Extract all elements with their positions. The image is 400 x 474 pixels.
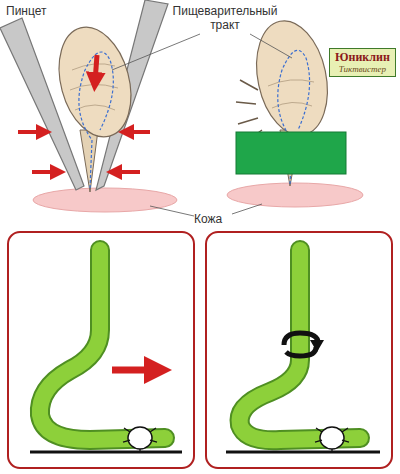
brand-logo: ЮниклинТиктвистер (329, 48, 396, 77)
skin-line (30, 451, 182, 454)
skin (227, 183, 363, 207)
panel (206, 232, 392, 468)
leader-line (112, 34, 200, 70)
leader-line (232, 204, 262, 214)
hook-tool (40, 250, 165, 440)
force-arrow (18, 130, 44, 134)
leader-line (250, 34, 292, 58)
tick (48, 19, 143, 192)
rotation-arrow (284, 333, 324, 356)
leader-line (150, 206, 194, 216)
force-arrow (114, 170, 140, 174)
part-label: Пищеварительный тракт (160, 4, 290, 32)
tick-twister (236, 132, 346, 174)
tool-label: Пинцет (6, 4, 46, 18)
hook-tool (240, 250, 360, 440)
part-label: Кожа (194, 212, 222, 226)
force-arrow (32, 170, 58, 174)
pull-arrow (112, 367, 158, 374)
brand-name: Юниклин (335, 51, 390, 64)
force-arrow (95, 55, 97, 82)
skin-line (226, 451, 380, 454)
tick (123, 427, 157, 452)
panel (8, 232, 194, 468)
skin (33, 188, 177, 212)
product-name: Тиктвистер (335, 64, 390, 74)
tick (315, 427, 349, 452)
force-arrow (126, 130, 150, 134)
